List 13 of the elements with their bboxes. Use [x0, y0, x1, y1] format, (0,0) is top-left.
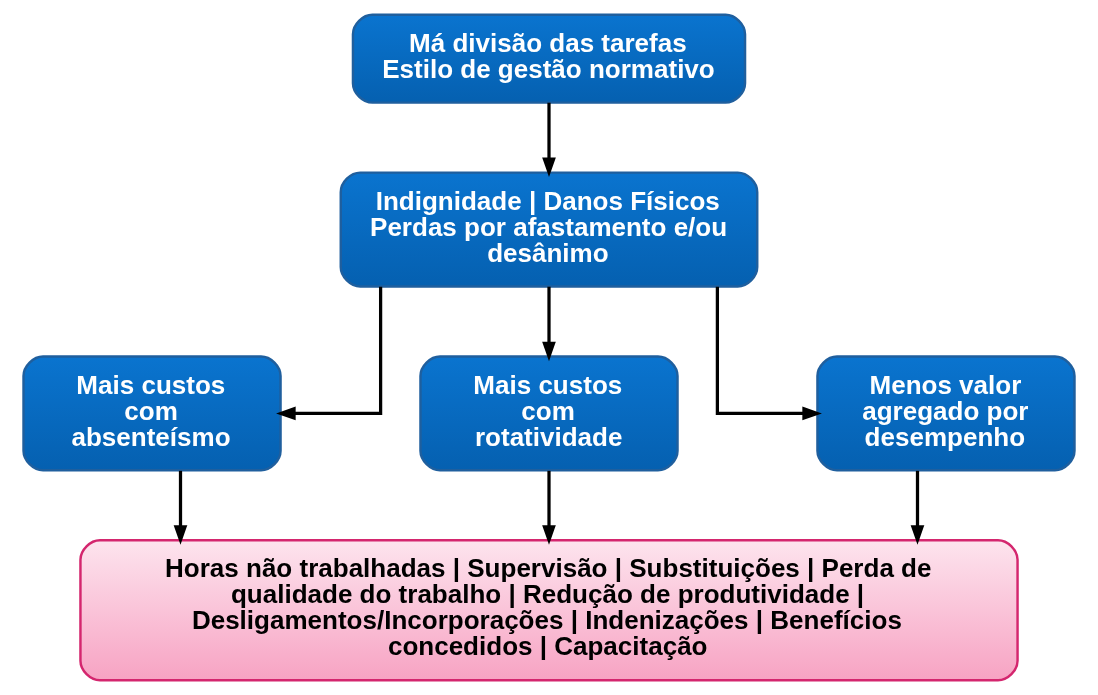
arrow [173, 470, 188, 545]
node-box: Horas não trabalhadas | Supervisão | Substituições | Perda de qualidade do trabalho | Redução de produtividade | Desligamentos/Incorporações | Indenizações | Benefícios concedidos | Capacitação [79, 539, 1019, 682]
arrow [276, 286, 383, 421]
arrow [542, 470, 556, 545]
node-box: Indignidade | Danos Físicos Perdas por afastamento e/ou desânimo [339, 171, 759, 288]
arrow [910, 470, 925, 545]
arrow [715, 286, 822, 421]
node-box: Mais custos com absenteísmo [22, 355, 282, 472]
arrow [542, 102, 556, 178]
arrow [542, 286, 556, 362]
node-box: Má divisão das tarefas Estilo de gestão normativo [351, 13, 747, 104]
node-box: Mais custos com rotatividade [419, 355, 679, 472]
node-box: Menos valor agregado por desempenho [816, 355, 1076, 472]
